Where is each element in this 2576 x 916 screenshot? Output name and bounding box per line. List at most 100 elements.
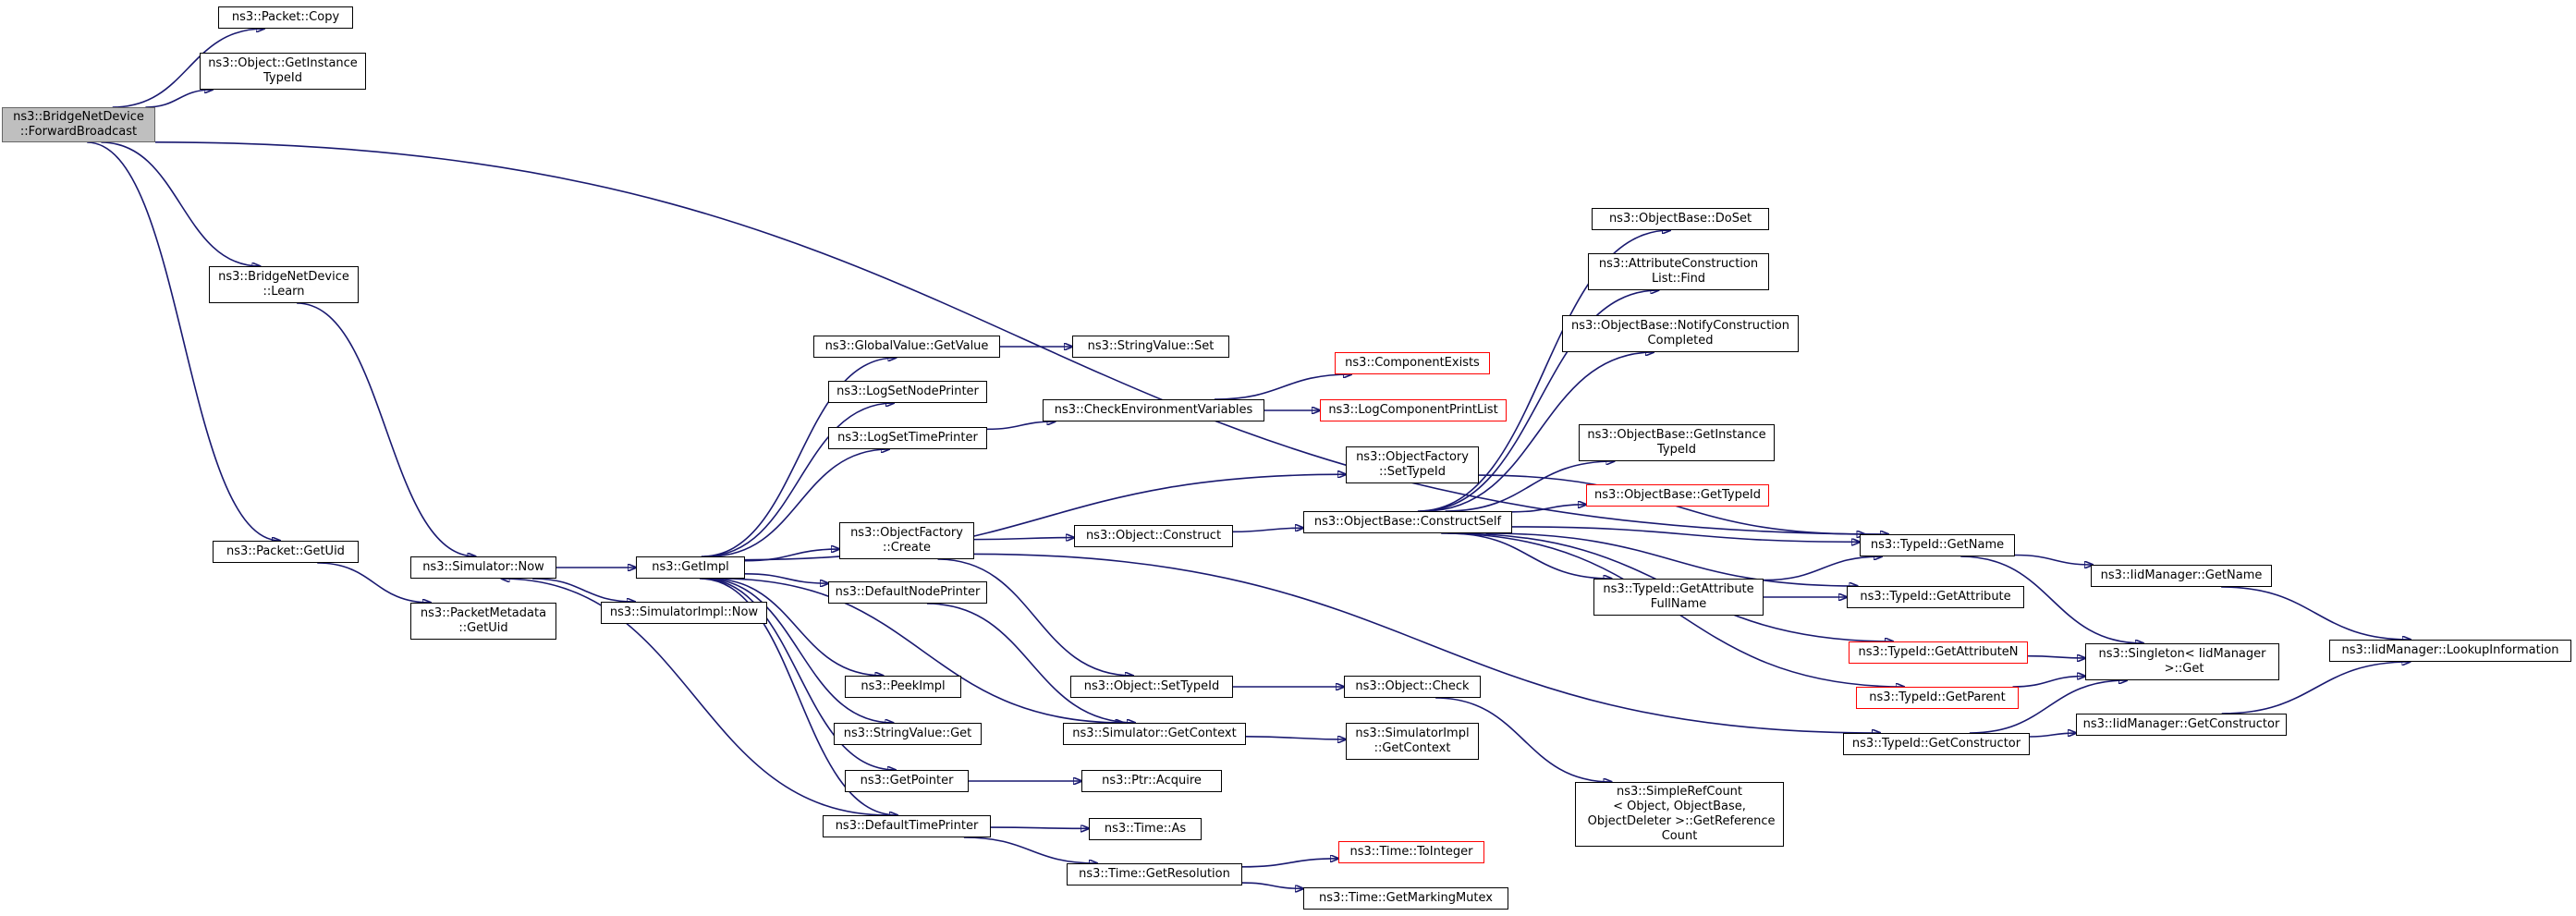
node-object-settypeid[interactable]: ns3::Object::SetTypeId: [1070, 676, 1233, 698]
edge-ObjectConstruct-to-ConstructSelf: [1232, 528, 1303, 533]
edge-ConstructSelf-to-ObjectBaseDoSet: [1417, 230, 1670, 512]
node-time-get-resolution[interactable]: ns3::Time::GetResolution: [1067, 863, 1242, 885]
node-default-node-printer[interactable]: ns3::DefaultNodePrinter: [828, 581, 987, 604]
edge-TimeGetResolution-to-TimeGetMarkingMutex: [1241, 882, 1303, 888]
node-object-check[interactable]: ns3::Object::Check: [1344, 676, 1481, 698]
node-packet-get-uid[interactable]: ns3::Packet::GetUid: [213, 541, 359, 563]
node-stringvalue-get[interactable]: ns3::StringValue::Get: [834, 723, 982, 745]
edge-DefaultTimePrinter-to-TimeAs: [990, 827, 1089, 828]
edge-GetImpl-to-SimulatorGetContext: [721, 578, 1123, 723]
edge-DefaultTimePrinter-to-SimulatorNow: [502, 579, 889, 816]
edge-DefaultTimePrinter-to-TimeGetResolution: [963, 837, 1097, 863]
node-objectbase-get-instance-typeid[interactable]: ns3::ObjectBase::GetInstance TypeId: [1579, 424, 1775, 461]
edge-ConstructSelf-to-NotifyConstructionCompleted: [1423, 352, 1654, 512]
edge-ForwardBroadcast-to-ObjGetInstanceTypeId: [145, 90, 212, 108]
edge-GetImpl-to-ObjectFactorySetTypeId: [744, 474, 1346, 561]
node-iidmanager-lookup-information[interactable]: ns3::IidManager::LookupInformation: [2329, 640, 2571, 662]
edge-TypeIdGetConstructor-to-IidManagerGetConstructor: [2029, 733, 2076, 738]
node-forward-broadcast[interactable]: ns3::BridgeNetDevice ::ForwardBroadcast: [2, 107, 155, 142]
node-notify-construction-completed[interactable]: ns3::ObjectBase::NotifyConstruction Comp…: [1562, 315, 1799, 352]
node-default-time-printer[interactable]: ns3::DefaultTimePrinter: [823, 815, 991, 837]
node-globalvalue-get-value[interactable]: ns3::GlobalValue::GetValue: [813, 336, 1000, 358]
edge-GetImpl-to-LogSetNodePrinter: [703, 403, 894, 557]
edge-ObjectFactoryCreate-to-ObjectConstruct: [973, 538, 1074, 540]
node-simple-ref-count[interactable]: ns3::SimpleRefCount < Object, ObjectBase…: [1575, 782, 1784, 847]
node-packet-copy[interactable]: ns3::Packet::Copy: [218, 6, 353, 29]
edge-TypeIdGetAttributeN-to-SingletonGet: [2027, 656, 2085, 658]
node-stringvalue-set[interactable]: ns3::StringValue::Set: [1072, 336, 1229, 358]
node-time-to-integer[interactable]: ns3::Time::ToInteger: [1338, 841, 1484, 863]
node-get-pointer[interactable]: ns3::GetPointer: [845, 770, 969, 792]
edge-TypeIdGetAttributeFullName-to-TypeIdGetName: [1763, 556, 1882, 581]
edge-ForwardBroadcast-to-PacketCopy: [112, 29, 264, 108]
edge-LogSetTimePrinter-to-CheckEnvVars: [986, 421, 1056, 431]
node-typeid-get-attribute-fullname[interactable]: ns3::TypeId::GetAttribute FullName: [1593, 579, 1764, 616]
node-log-set-time-printer[interactable]: ns3::LogSetTimePrinter: [828, 427, 987, 449]
node-typeid-get-constructor[interactable]: ns3::TypeId::GetConstructor: [1843, 733, 2030, 755]
edge-ForwardBroadcast-to-PacketGetUid: [87, 141, 280, 541]
node-bridge-learn[interactable]: ns3::BridgeNetDevice ::Learn: [209, 266, 359, 303]
edge-DefaultNodePrinter-to-SimulatorGetContext: [926, 603, 1135, 723]
node-object-get-instance-typeid[interactable]: ns3::Object::GetInstance TypeId: [200, 53, 366, 90]
edge-GetImpl-to-StringValueGet: [704, 578, 894, 723]
node-objectfactory-settypeid[interactable]: ns3::ObjectFactory ::SetTypeId: [1346, 446, 1479, 483]
edge-ObjectCheck-to-SimpleRefCount: [1435, 697, 1612, 782]
node-typeid-get-name[interactable]: ns3::TypeId::GetName: [1860, 534, 2015, 556]
node-iidmanager-get-name[interactable]: ns3::IidManager::GetName: [2091, 565, 2272, 587]
node-objectbase-get-typeid[interactable]: ns3::ObjectBase::GetTypeId: [1586, 484, 1769, 507]
node-component-exists[interactable]: ns3::ComponentExists: [1335, 352, 1490, 374]
node-simulatorimpl-get-context[interactable]: ns3::SimulatorImpl ::GetContext: [1346, 723, 1479, 760]
edge-ObjectFactoryCreate-to-ObjectSetTypeId: [937, 558, 1133, 676]
node-packet-metadata-get-uid[interactable]: ns3::PacketMetadata ::GetUid: [410, 603, 556, 640]
node-ptr-acquire[interactable]: ns3::Ptr::Acquire: [1081, 770, 1222, 792]
edge-TimeGetResolution-to-TimeToInteger: [1241, 859, 1338, 868]
edge-ConstructSelf-to-ObjectBaseGetInstanceTypeId: [1445, 461, 1615, 512]
edge-GetImpl-to-DefaultNodePrinter: [744, 572, 828, 583]
edge-TypeIdGetName-to-SingletonGet: [1960, 556, 2143, 643]
node-objectbase-doset[interactable]: ns3::ObjectBase::DoSet: [1592, 208, 1769, 230]
node-log-component-print-list[interactable]: ns3::LogComponentPrintList: [1320, 399, 1507, 421]
node-object-construct[interactable]: ns3::Object::Construct: [1074, 525, 1233, 547]
edge-TypeIdGetConstructor-to-SingletonGet: [1969, 680, 2127, 734]
edge-CheckEnvVars-to-ComponentExists: [1214, 374, 1351, 400]
node-simulator-get-context[interactable]: ns3::Simulator::GetContext: [1063, 723, 1246, 745]
edge-GetImpl-to-PeekImpl: [710, 578, 883, 676]
node-attribute-construction-list-find[interactable]: ns3::AttributeConstruction List::Find: [1588, 253, 1769, 290]
edge-ConstructSelf-to-TypeIdGetAttribute: [1485, 532, 1858, 586]
edge-ForwardBroadcast-to-Learn: [101, 141, 260, 266]
edge-ConstructSelf-to-TypeIdGetName: [1511, 526, 1860, 542]
edge-GetImpl-to-GetPointer: [702, 578, 896, 770]
edge-TypeIdGetParent-to-SingletonGet: [2012, 676, 2085, 688]
edge-IidManagerGetName-to-IidManagerLookupInformation: [2221, 586, 2411, 640]
node-typeid-get-parent[interactable]: ns3::TypeId::GetParent: [1856, 687, 2019, 709]
edge-IidManagerGetConstructor-to-IidManagerLookupInformation: [2221, 662, 2411, 714]
node-objectfactory-create[interactable]: ns3::ObjectFactory ::Create: [839, 522, 974, 559]
node-typeid-get-attribute-n[interactable]: ns3::TypeId::GetAttributeN: [1849, 641, 2028, 664]
node-iidmanager-get-constructor[interactable]: ns3::IidManager::GetConstructor: [2076, 714, 2287, 736]
node-time-get-marking-mutex[interactable]: ns3::Time::GetMarkingMutex: [1303, 887, 1508, 910]
node-time-as[interactable]: ns3::Time::As: [1089, 818, 1202, 840]
edge-PacketGetUid-to-PacketMetadataGetUid: [317, 562, 431, 603]
edge-ConstructSelf-to-AttrConstructionListFind: [1419, 290, 1658, 512]
node-objectbase-constructself[interactable]: ns3::ObjectBase::ConstructSelf: [1303, 511, 1512, 533]
edge-ObjectFactoryCreate-to-TypeIdGetConstructor: [973, 553, 1880, 733]
node-log-set-node-printer[interactable]: ns3::LogSetNodePrinter: [828, 381, 987, 403]
node-simulator-now[interactable]: ns3::Simulator::Now: [410, 556, 556, 579]
edge-Learn-to-SimulatorNow: [297, 302, 475, 556]
node-typeid-get-attribute[interactable]: ns3::TypeId::GetAttribute: [1847, 586, 2024, 608]
edge-ConstructSelf-to-ObjectBaseGetTypeId: [1511, 505, 1586, 513]
edge-GetImpl-to-LogSetTimePrinter: [709, 449, 889, 557]
node-check-environment-variables[interactable]: ns3::CheckEnvironmentVariables: [1043, 399, 1264, 421]
node-singleton-iidmanager-get[interactable]: ns3::Singleton< IidManager >::Get: [2085, 643, 2279, 680]
edge-GetImpl-to-ObjectFactoryCreate: [744, 549, 839, 562]
edge-TypeIdGetName-to-IidManagerGetName: [2014, 554, 2093, 566]
node-simulatorimpl-now[interactable]: ns3::SimulatorImpl::Now: [601, 602, 767, 624]
edge-GetImpl-to-DefaultTimePrinter: [700, 578, 897, 815]
edge-GetImpl-to-GlobalValueGetValue: [701, 358, 897, 557]
node-get-impl[interactable]: ns3::GetImpl: [636, 556, 745, 579]
edge-SimulatorNow-to-SimulatorImplNow: [532, 578, 635, 602]
edge-SimulatorGetContext-to-SimulatorImplGetContext: [1245, 737, 1346, 739]
node-peek-impl[interactable]: ns3::PeekImpl: [845, 676, 961, 698]
